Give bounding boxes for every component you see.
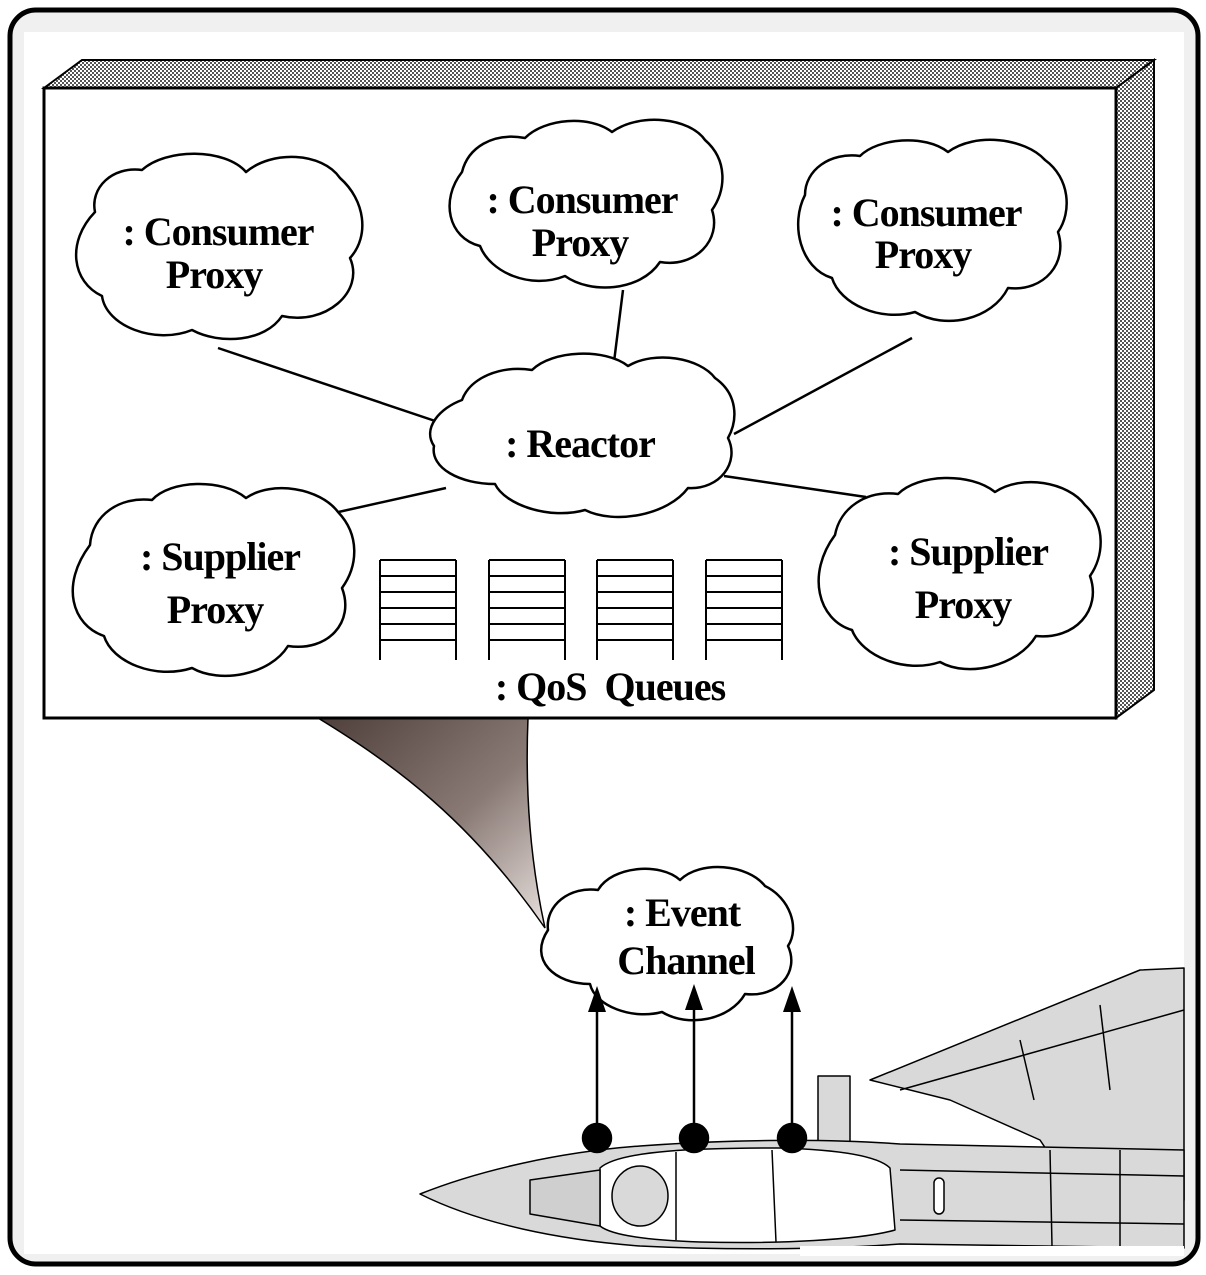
qos-queue — [379, 559, 457, 660]
sensor-arrows — [581, 984, 808, 1154]
cloud-consumer-proxy-right — [796, 138, 1068, 323]
cloud-reactor — [428, 352, 736, 519]
event-channel-line1: : Event — [624, 890, 742, 935]
qos-queues-label: : QoS Queues — [495, 664, 726, 709]
cloud-supplier-proxy-left — [71, 482, 356, 678]
cloud-consumer-proxy-middle — [448, 118, 724, 289]
aircraft-intake — [817, 1075, 851, 1151]
link-reactor-consumer-middle — [611, 289, 625, 371]
cloud-consumer-proxy-left — [74, 152, 364, 341]
supplier-proxy-left-line1: : Supplier — [140, 534, 300, 579]
consumer-proxy-right-line1: : Consumer — [830, 190, 1021, 235]
qos-queue — [596, 559, 674, 660]
reactor-label: : Reactor — [505, 421, 655, 466]
sensor-arrow-middle — [678, 984, 710, 1154]
box-right-bevel — [1115, 58, 1155, 720]
sensor-dot — [581, 1122, 613, 1154]
sensor-arrow-left — [581, 986, 613, 1154]
box-top-bevel — [40, 59, 1158, 89]
qos-queue — [488, 559, 566, 660]
aircraft-seat — [611, 1165, 669, 1227]
consumer-proxy-middle-line2: Proxy — [532, 220, 629, 265]
supplier-proxy-right-line2: Proxy — [915, 582, 1012, 627]
event-channel-line2: Channel — [617, 938, 755, 983]
consumer-proxy-left-line2: Proxy — [166, 252, 263, 297]
qos-queue — [705, 559, 783, 660]
qos-queues-group — [379, 559, 783, 660]
callout-wedge — [315, 717, 546, 929]
consumer-proxy-left-line1: : Consumer — [122, 209, 313, 254]
consumer-proxy-middle-line1: : Consumer — [486, 177, 677, 222]
supplier-proxy-right-line1: : Supplier — [888, 529, 1048, 574]
consumer-proxy-right-line2: Proxy — [875, 232, 972, 277]
link-reactor-consumer-left — [217, 346, 463, 432]
aircraft-illustration — [419, 967, 1185, 1256]
cloud-supplier-proxy-right — [817, 476, 1102, 671]
supplier-proxy-left-line2: Proxy — [167, 587, 264, 632]
link-reactor-supplier-right — [723, 474, 867, 499]
sensor-arrow-right — [776, 986, 808, 1154]
link-reactor-consumer-right — [733, 336, 913, 436]
sensor-dot — [678, 1122, 710, 1154]
sensor-dot — [776, 1122, 808, 1154]
